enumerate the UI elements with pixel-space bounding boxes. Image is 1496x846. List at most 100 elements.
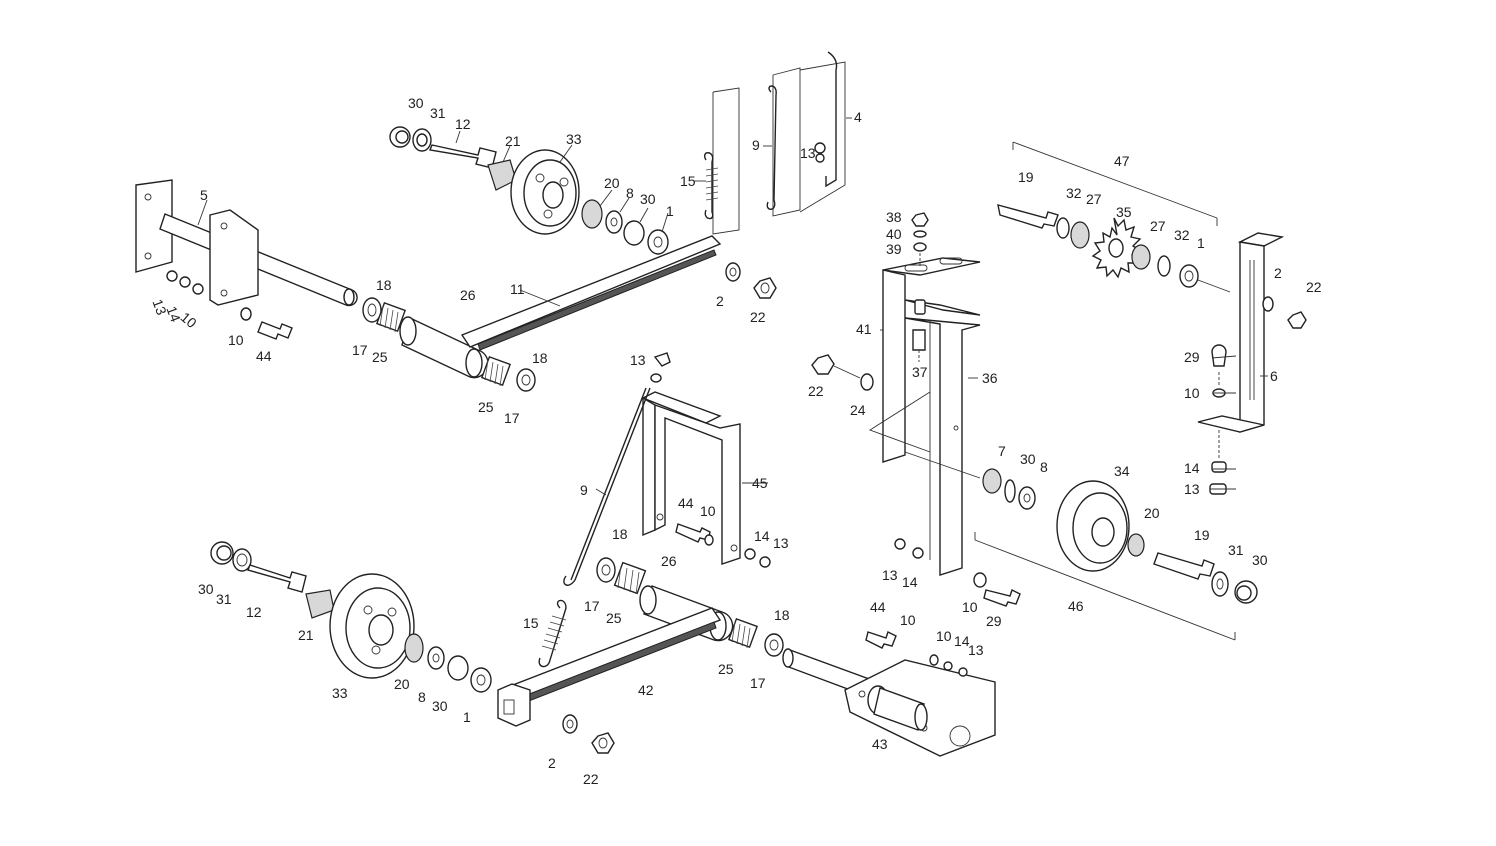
label-31: 31 bbox=[430, 105, 446, 121]
label-41: 41 bbox=[856, 321, 872, 337]
label-19: 19 bbox=[1018, 169, 1034, 185]
label-8: 8 bbox=[1040, 459, 1048, 475]
label-46: 46 bbox=[1068, 598, 1084, 614]
label-32: 32 bbox=[1174, 227, 1190, 243]
label-26: 26 bbox=[460, 287, 476, 303]
label-14: 14 bbox=[163, 304, 183, 324]
label-34: 34 bbox=[1114, 463, 1130, 479]
label-14: 14 bbox=[902, 574, 918, 590]
label-24: 24 bbox=[850, 402, 866, 418]
label-30: 30 bbox=[432, 698, 448, 714]
label-25: 25 bbox=[478, 399, 494, 415]
label-47: 47 bbox=[1114, 153, 1130, 169]
label-18: 18 bbox=[376, 277, 392, 293]
label-10: 10 bbox=[962, 599, 978, 615]
label-20: 20 bbox=[394, 676, 410, 692]
label-33: 33 bbox=[332, 685, 348, 701]
lower-arm-axle-assembly bbox=[497, 557, 996, 757]
label-40: 40 bbox=[886, 226, 902, 242]
label-44: 44 bbox=[256, 348, 272, 364]
pulley-34-group bbox=[904, 451, 1258, 641]
label-19: 19 bbox=[1194, 527, 1210, 543]
label-22: 22 bbox=[808, 383, 824, 399]
label-43: 43 bbox=[872, 736, 888, 752]
label-9: 9 bbox=[580, 482, 588, 498]
part-labels: 1 1 1 2 2 2 4 5 6 7 8 8 8 9 9 10 10 10 1… bbox=[149, 95, 1321, 787]
label-14: 14 bbox=[954, 633, 970, 649]
label-25: 25 bbox=[606, 610, 622, 626]
label-29: 29 bbox=[1184, 349, 1200, 365]
label-15: 15 bbox=[523, 615, 539, 631]
bracket-6 bbox=[1197, 232, 1307, 495]
label-17: 17 bbox=[750, 675, 766, 691]
label-13: 13 bbox=[882, 567, 898, 583]
label-13: 13 bbox=[1184, 481, 1200, 497]
label-13: 13 bbox=[773, 535, 789, 551]
lower-pulley-group bbox=[210, 541, 492, 693]
upper-pulley-group bbox=[389, 126, 669, 255]
label-15: 15 bbox=[680, 173, 696, 189]
label-1: 1 bbox=[463, 709, 471, 725]
label-44: 44 bbox=[870, 599, 886, 615]
label-5: 5 bbox=[200, 187, 208, 203]
label-32: 32 bbox=[1066, 185, 1082, 201]
label-29: 29 bbox=[986, 613, 1002, 629]
upper-left-axle-assembly bbox=[135, 179, 777, 392]
label-18: 18 bbox=[532, 350, 548, 366]
upper-spring-rod-group bbox=[704, 51, 846, 235]
label-1: 1 bbox=[1197, 235, 1205, 251]
label-2: 2 bbox=[548, 755, 556, 771]
label-17: 17 bbox=[504, 410, 520, 426]
label-36: 36 bbox=[982, 370, 998, 386]
label-18: 18 bbox=[774, 607, 790, 623]
label-22: 22 bbox=[750, 309, 766, 325]
lower-rod-spring bbox=[538, 387, 651, 668]
label-10: 10 bbox=[936, 628, 952, 644]
label-22: 22 bbox=[1306, 279, 1322, 295]
label-31: 31 bbox=[216, 591, 232, 607]
label-10: 10 bbox=[700, 503, 716, 519]
label-10: 10 bbox=[228, 332, 244, 348]
label-12: 12 bbox=[455, 116, 471, 132]
label-14: 14 bbox=[754, 528, 770, 544]
label-25: 25 bbox=[718, 661, 734, 677]
label-20: 20 bbox=[604, 175, 620, 191]
label-10: 10 bbox=[1184, 385, 1200, 401]
label-30: 30 bbox=[1252, 552, 1268, 568]
label-21: 21 bbox=[298, 627, 314, 643]
label-17: 17 bbox=[584, 598, 600, 614]
label-30: 30 bbox=[1020, 451, 1036, 467]
bracket-45 bbox=[641, 352, 771, 568]
label-27: 27 bbox=[1086, 191, 1102, 207]
label-17: 17 bbox=[352, 342, 368, 358]
label-44: 44 bbox=[678, 495, 694, 511]
label-37: 37 bbox=[912, 364, 928, 380]
label-39: 39 bbox=[886, 241, 902, 257]
label-13: 13 bbox=[968, 642, 984, 658]
label-13: 13 bbox=[800, 145, 816, 161]
label-25: 25 bbox=[372, 349, 388, 365]
label-8: 8 bbox=[626, 185, 634, 201]
label-22: 22 bbox=[583, 771, 599, 787]
label-7: 7 bbox=[998, 443, 1006, 459]
sprocket-assembly bbox=[997, 141, 1231, 293]
label-42: 42 bbox=[638, 682, 654, 698]
label-38: 38 bbox=[886, 209, 902, 225]
label-13: 13 bbox=[630, 352, 646, 368]
label-9: 9 bbox=[752, 137, 760, 153]
label-6: 6 bbox=[1270, 368, 1278, 384]
label-12: 12 bbox=[246, 604, 262, 620]
label-30: 30 bbox=[198, 581, 214, 597]
label-8: 8 bbox=[418, 689, 426, 705]
label-4: 4 bbox=[854, 109, 862, 125]
label-10: 10 bbox=[900, 612, 916, 628]
label-14: 14 bbox=[1184, 460, 1200, 476]
label-2: 2 bbox=[716, 293, 724, 309]
frame-36-41 bbox=[811, 212, 1021, 607]
label-18: 18 bbox=[612, 526, 628, 542]
leader-lines bbox=[197, 117, 1268, 496]
label-27: 27 bbox=[1150, 218, 1166, 234]
label-21: 21 bbox=[505, 133, 521, 149]
label-31: 31 bbox=[1228, 542, 1244, 558]
